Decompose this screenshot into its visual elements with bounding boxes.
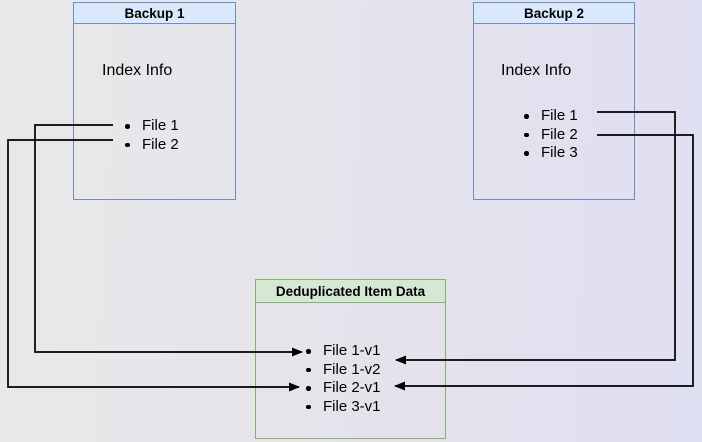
list-item: File 1-v1 [303,342,381,361]
backup1-header: Backup 1 [74,3,235,24]
list-item: File 1 [122,117,179,136]
dedup-title: Deduplicated Item Data [275,284,426,299]
list-item: File 3-v1 [303,398,381,417]
backup1-title: Backup 1 [124,6,185,21]
backup2-box: Backup 2 [473,2,635,200]
dedup-header: Deduplicated Item Data [256,280,445,303]
backup2-index-info-label: Index Info [501,62,572,79]
list-item: File 1 [521,107,578,126]
list-item: File 2 [521,126,578,145]
list-item: File 2 [122,136,179,155]
backup2-header: Backup 2 [474,3,634,24]
backup1-index-info-label: Index Info [102,62,173,79]
list-item: File 1-v2 [303,361,381,380]
backup1-box: Backup 1 [73,2,236,200]
backup2-title: Backup 2 [523,6,585,21]
list-item: File 3 [521,144,578,163]
list-item: File 2-v1 [303,379,381,398]
